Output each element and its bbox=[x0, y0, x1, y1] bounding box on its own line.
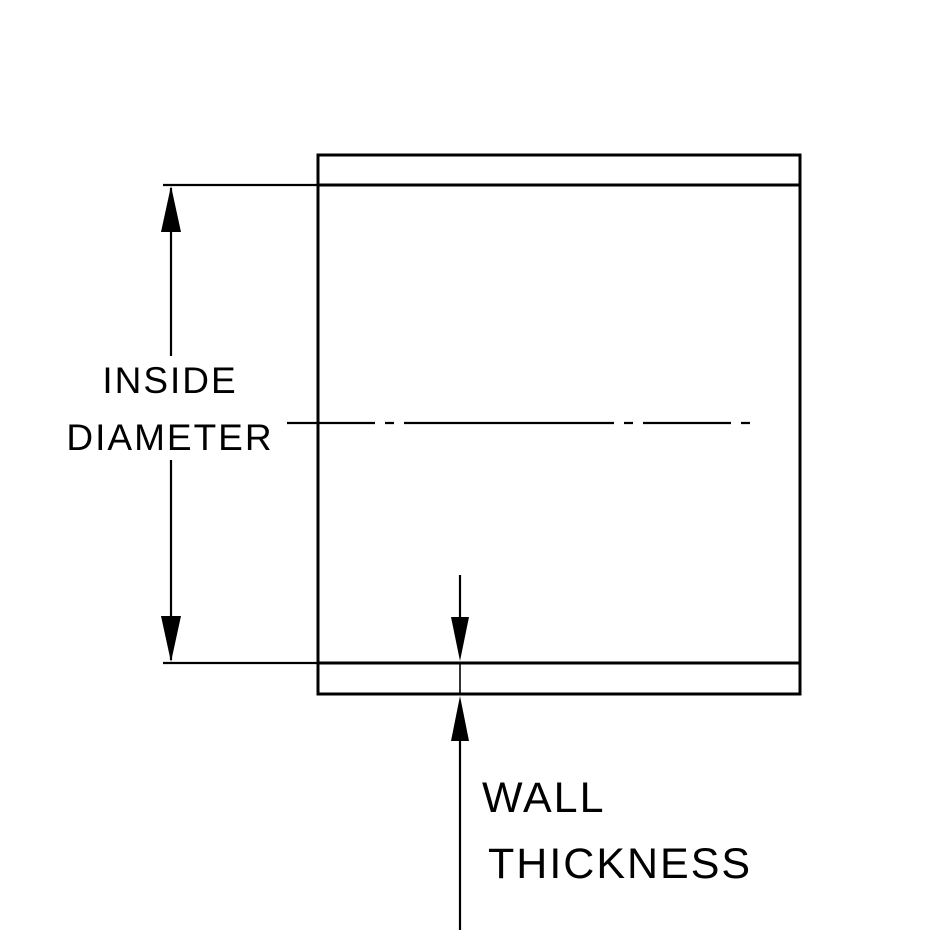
arrowhead-down-wall-icon bbox=[451, 617, 469, 661]
inside-diameter-label-line1: INSIDE bbox=[102, 360, 237, 401]
wall-thickness-label-line2: THICKNESS bbox=[488, 840, 752, 888]
arrowhead-down-icon bbox=[161, 616, 181, 662]
tube-outline bbox=[316, 153, 802, 696]
wall-thickness-label-line1: WALL bbox=[482, 774, 606, 822]
inside-diameter-label-line2: DIAMETER bbox=[66, 417, 273, 458]
top-wall-hatch bbox=[316, 153, 802, 187]
arrowhead-up-wall-icon bbox=[451, 696, 469, 741]
bottom-wall-hatch bbox=[316, 661, 802, 696]
arrowhead-up-icon bbox=[161, 186, 181, 232]
